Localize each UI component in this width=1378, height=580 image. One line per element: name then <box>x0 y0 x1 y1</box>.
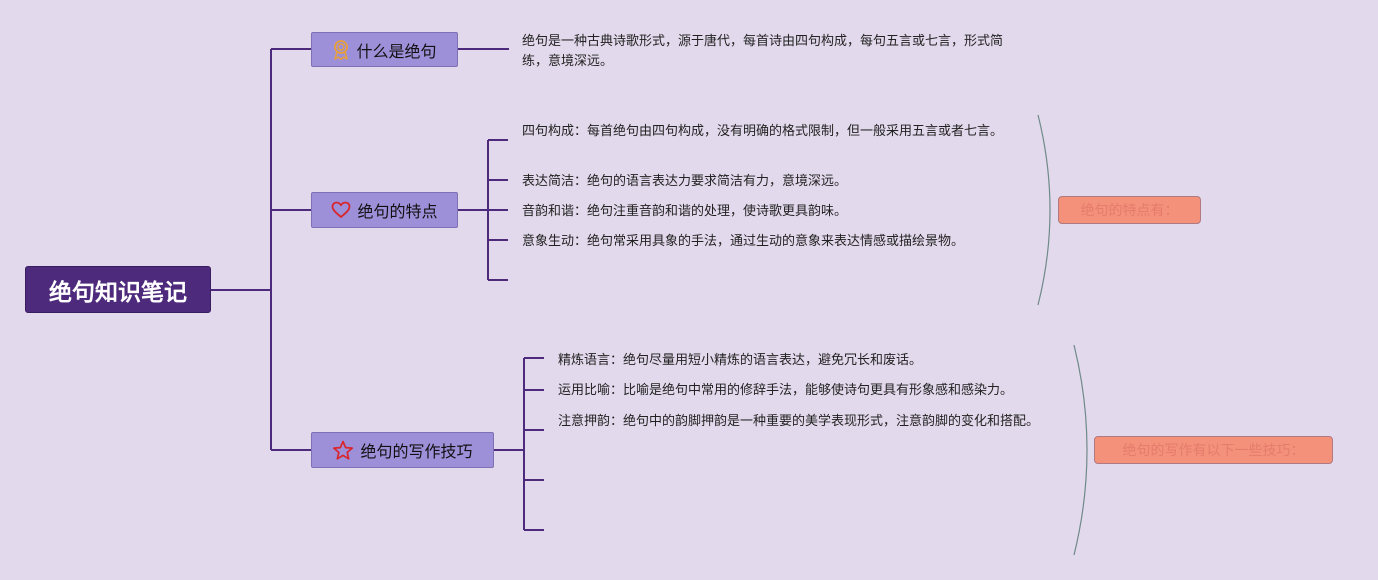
leaf-topic[interactable]: 意象生动：绝句常采用具象的手法，通过生动的意象来表达情感或描绘景物。 <box>522 234 965 249</box>
summary-label: 绝句的特点有： <box>1080 203 1179 219</box>
leaf-topic[interactable]: 表达简洁：绝句的语言表达力要求简洁有力，意境深远。 <box>522 174 848 189</box>
summary-topic-features[interactable]: 绝句的特点有： <box>1058 196 1201 224</box>
leaf-topic[interactable]: 精炼语言：绝句尽量用短小精炼的语言表达，避免冗长和废话。 <box>558 353 923 368</box>
leaf-topic[interactable]: 四句构成：每首绝句由四句构成，没有明确的格式限制，但一般采用五言或者七言。 <box>522 124 1004 139</box>
star-icon <box>332 440 354 461</box>
branch-topic-features[interactable]: 绝句的特点 <box>311 192 458 228</box>
award-ribbon-icon <box>332 39 350 60</box>
root-title: 绝句知识笔记 <box>49 279 187 306</box>
leaf-topic[interactable]: 运用比喻：比喻是绝句中常用的修辞手法，能够使诗句更具有形象感和感染力。 <box>558 383 1014 398</box>
leaf-topic[interactable]: 音韵和谐：绝句注重音韵和谐的处理，使诗歌更具韵味。 <box>522 204 848 219</box>
branch-title: 绝句的写作技巧 <box>360 442 473 461</box>
summary-topic-writing-skills[interactable]: 绝句的写作有以下一些技巧： <box>1094 436 1333 464</box>
root-topic[interactable]: 绝句知识笔记 <box>25 266 211 313</box>
summary-brace <box>1073 344 1088 556</box>
branch-topic-what-is-jueju[interactable]: 什么是绝句 <box>311 32 458 67</box>
summary-brace <box>1037 114 1051 306</box>
heart-icon <box>331 201 351 219</box>
leaf-topic[interactable]: 注意押韵：绝句中的韵脚押韵是一种重要的美学表现形式，注意韵脚的变化和搭配。 <box>558 414 1040 429</box>
summary-label: 绝句的写作有以下一些技巧： <box>1122 443 1305 459</box>
branch-title: 什么是绝句 <box>356 41 437 61</box>
branch-topic-writing-skills[interactable]: 绝句的写作技巧 <box>311 432 494 468</box>
branch-title: 绝句的特点 <box>357 202 438 221</box>
leaf-topic[interactable]: 绝句是一种古典诗歌形式，源于唐代，每首诗由四句构成，每句五言或七言，形式简练，意… <box>522 34 1004 69</box>
